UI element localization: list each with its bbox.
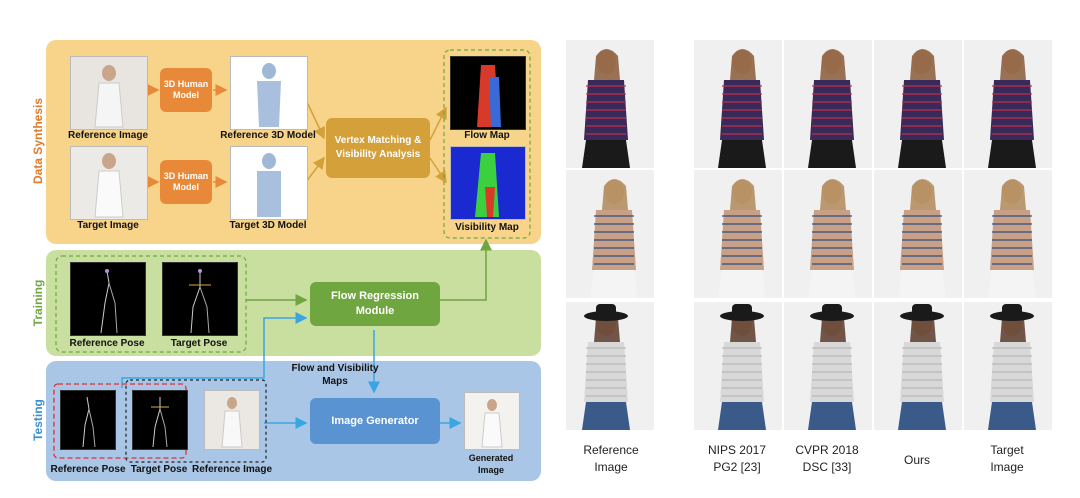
comparison-photo (566, 170, 654, 298)
visibility-map-caption: Visibility Map (455, 222, 519, 233)
col-label-dsc-line1: CVPR 2018 (795, 443, 859, 457)
comparison-photo (784, 170, 872, 298)
comparison-photo (874, 40, 962, 168)
comparison-photo (694, 302, 782, 430)
target-image-caption: Target Image (77, 220, 139, 231)
col-label-pg2: NIPS 2017 PG2 [23] (694, 442, 780, 476)
vertex-matching-node: Vertex Matching & Visibility Analysis (326, 118, 430, 178)
testing-reference-pose-caption: Reference Pose (50, 464, 126, 475)
col-label-ours: Ours (903, 453, 930, 467)
generated-image-caption: Generated Image (468, 453, 514, 475)
flow-map-thumb (450, 56, 526, 130)
reference-image-caption: Reference Image (67, 130, 149, 141)
col-label-dsc: CVPR 2018 DSC [33] (784, 442, 870, 476)
testing-reference-image-thumb (204, 390, 260, 450)
col-label-reference: Reference Image (566, 442, 656, 476)
comparison-photo (784, 40, 872, 168)
flow-regression-node: Flow Regression Module (310, 282, 440, 326)
comparison-photo (566, 40, 654, 168)
comparison-photo (694, 40, 782, 168)
target-3d-model-thumb (230, 146, 308, 220)
reference-3d-model-thumb (230, 56, 308, 130)
visibility-map-thumb (450, 146, 526, 220)
col-label-target-text: Target Image (990, 443, 1024, 474)
training-reference-pose-caption: Reference Pose (69, 338, 145, 349)
human-model-node-1: 3D Human Model (160, 68, 212, 112)
generated-image-thumb (464, 392, 520, 450)
target-3d-caption: Target 3D Model (229, 220, 307, 231)
testing-reference-image-caption: Reference Image (191, 464, 273, 475)
target-image-thumb (70, 146, 148, 220)
comparison-photo (566, 302, 654, 430)
comparison-photo (784, 302, 872, 430)
training-target-pose-caption: Target Pose (170, 338, 228, 349)
human-model-node-2: 3D Human Model (160, 160, 212, 204)
training-reference-pose-thumb (70, 262, 146, 336)
comparison-photo (874, 170, 962, 298)
testing-target-pose-thumb (132, 390, 188, 450)
training-target-pose-thumb (162, 262, 238, 336)
reference-3d-caption: Reference 3D Model (220, 130, 316, 141)
testing-reference-pose-thumb (60, 390, 116, 450)
col-label-pg2-line2: PG2 [23] (713, 460, 761, 474)
col-label-reference-text: Reference Image (583, 443, 639, 474)
reference-image-thumb (70, 56, 148, 130)
flow-map-caption: Flow Map (464, 130, 510, 141)
comparison-photo (964, 40, 1052, 168)
col-label-target: Target Image (964, 442, 1050, 476)
flow-visibility-caption: Flow and Visibility Maps (291, 363, 379, 387)
comparison-photo (874, 302, 962, 430)
col-label-pg2-line1: NIPS 2017 (707, 443, 767, 457)
image-generator-node: Image Generator (310, 398, 440, 444)
comparison-photo (694, 170, 782, 298)
col-label-dsc-line2: DSC [33] (802, 460, 852, 474)
testing-target-pose-caption: Target Pose (130, 464, 188, 475)
comparison-photo (964, 170, 1052, 298)
comparison-photo (964, 302, 1052, 430)
